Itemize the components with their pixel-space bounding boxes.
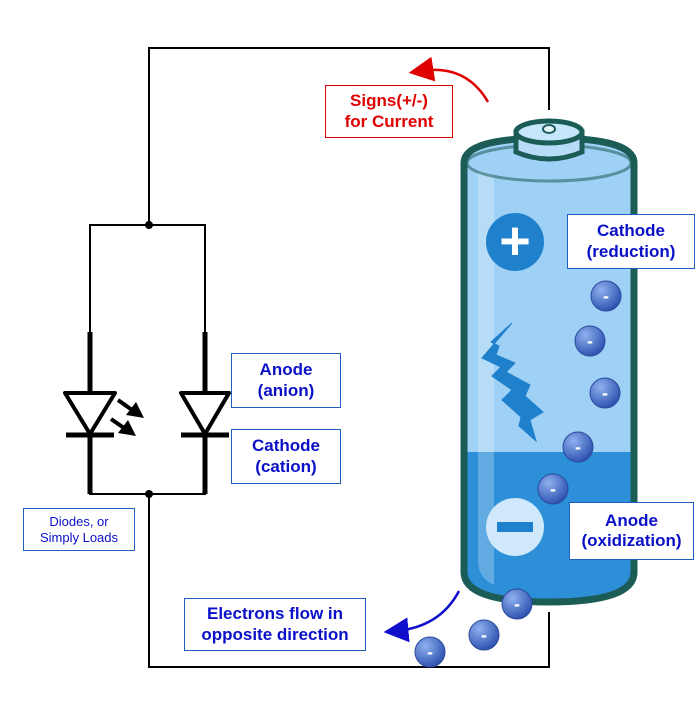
anode-oxidization-label: Anode(oxidization) bbox=[569, 502, 694, 560]
electron-flow-line1: Electrons flow in bbox=[206, 604, 344, 624]
cathode-reduction-label: Cathode(reduction) bbox=[567, 214, 695, 269]
cathode-cation-line1: Cathode bbox=[252, 436, 320, 456]
current-label-line2: for Current bbox=[344, 111, 434, 131]
current-signs-label: Signs(+/-)for Current bbox=[325, 85, 453, 138]
wire-junction-bottom bbox=[145, 490, 153, 498]
anode-anion-label: Anode(anion) bbox=[231, 353, 341, 408]
battery: + - - - - - - - - bbox=[414, 118, 638, 668]
electron-sign: - bbox=[514, 594, 520, 614]
cathode-reduction-line2: (reduction) bbox=[586, 241, 676, 261]
anode-anion-line1: Anode bbox=[259, 360, 313, 380]
led-diode-symbol bbox=[63, 332, 144, 494]
cathode-cation-label: Cathode(cation) bbox=[231, 429, 341, 484]
svg-text:+: + bbox=[499, 211, 531, 271]
battery-terminal bbox=[513, 118, 585, 162]
light-emission-arrows bbox=[109, 398, 144, 436]
electron-sign: - bbox=[587, 331, 593, 351]
electron-sign: - bbox=[481, 625, 487, 645]
electron-icon: - bbox=[574, 325, 606, 357]
diode-symbol bbox=[179, 332, 231, 494]
anode-oxidization-line1: Anode bbox=[605, 510, 658, 530]
lightning-bolt-icon bbox=[481, 322, 544, 443]
cathode-reduction-line1: Cathode bbox=[597, 221, 665, 241]
electron-icon: - bbox=[589, 377, 621, 409]
electron-particles: - - - - - - - - bbox=[414, 280, 622, 668]
electron-icon: - bbox=[537, 473, 569, 505]
cathode-cation-line2: (cation) bbox=[255, 456, 317, 476]
electron-sign: - bbox=[603, 286, 609, 306]
electron-sign: - bbox=[427, 642, 433, 662]
electron-flow-line2: opposite direction bbox=[201, 624, 349, 644]
minus-icon bbox=[486, 498, 544, 556]
electron-icon: - bbox=[501, 588, 533, 620]
electron-icon: - bbox=[414, 636, 446, 668]
current-label-line1: Signs(+/-) bbox=[350, 91, 428, 111]
battery-outline bbox=[460, 134, 638, 606]
electron-icon: - bbox=[562, 431, 594, 463]
electron-sign: - bbox=[575, 437, 581, 457]
electron-icon: - bbox=[590, 280, 622, 312]
electron-flow-arrow bbox=[383, 590, 461, 643]
electron-icon: - bbox=[468, 619, 500, 651]
anode-anion-line2: (anion) bbox=[257, 380, 315, 400]
electron-sign: - bbox=[550, 479, 556, 499]
diodes-label-line1: Diodes, or bbox=[49, 513, 109, 529]
anode-oxidization-line2: (oxidization) bbox=[581, 531, 682, 550]
plus-icon: + bbox=[486, 211, 544, 271]
current-direction-arrow bbox=[408, 56, 490, 103]
battery-highlight bbox=[478, 170, 494, 585]
wire-junction-top bbox=[145, 221, 153, 229]
diodes-label-line2: Simply Loads bbox=[39, 529, 119, 545]
electron-sign: - bbox=[602, 383, 608, 403]
battery-body-lower bbox=[464, 452, 634, 602]
